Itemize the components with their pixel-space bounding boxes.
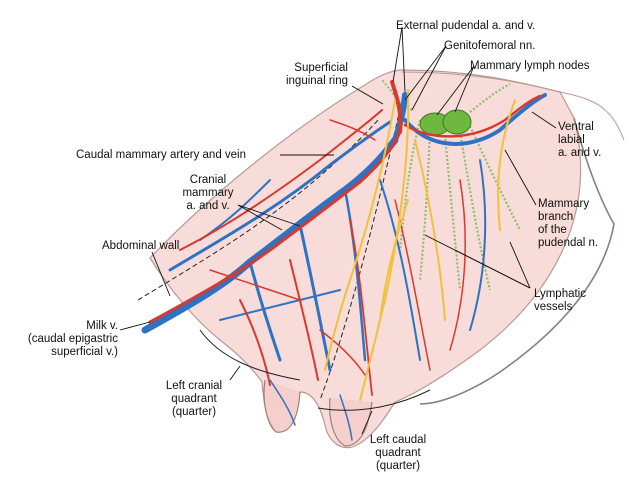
- label-genitofemoral: Genitofemoral nn.: [444, 40, 536, 52]
- mammary-lymph-node-2: [442, 109, 472, 135]
- label-mammary-lymph-nodes: Mammary lymph nodes: [470, 60, 590, 72]
- nerves: [324, 89, 516, 401]
- left-cranial-teat: [263, 379, 301, 433]
- label-left-cranial-quadrant: Left cranial quadrant (quarter): [165, 380, 223, 418]
- label-cranial-mammary: Cranial mammary a. and v.: [182, 174, 234, 212]
- thigh-edge: [419, 117, 615, 405]
- label-ventral-labial: Ventral labial a. and v.: [558, 121, 602, 159]
- label-milk-vein: Milk v. (caudal epigastric superficial v…: [27, 320, 118, 358]
- label-abdominal-wall: Abdominal wall: [102, 240, 180, 252]
- label-left-caudal-quadrant: Left caudal quadrant (quarter): [369, 434, 427, 472]
- veins: [141, 92, 547, 441]
- left-cranial-quadrant-bracket: [199, 329, 301, 381]
- label-superficial-inguinal-ring: Superficial inguinal ring: [285, 62, 348, 87]
- body-edge-top: [401, 71, 625, 141]
- label-caudal-mammary: Caudal mammary artery and vein: [76, 149, 247, 161]
- label-external-pudendal: External pudendal a. and v.: [396, 20, 536, 32]
- arteries: [148, 80, 542, 396]
- udder-skin: [149, 69, 582, 449]
- label-lymphatic-vessels: Lymphatic vessels: [534, 288, 586, 313]
- label-mammary-branch: Mammary branch of the pudendal n.: [538, 198, 599, 249]
- leader-lines: [119, 26, 557, 435]
- left-caudal-quadrant-bracket: [317, 389, 431, 411]
